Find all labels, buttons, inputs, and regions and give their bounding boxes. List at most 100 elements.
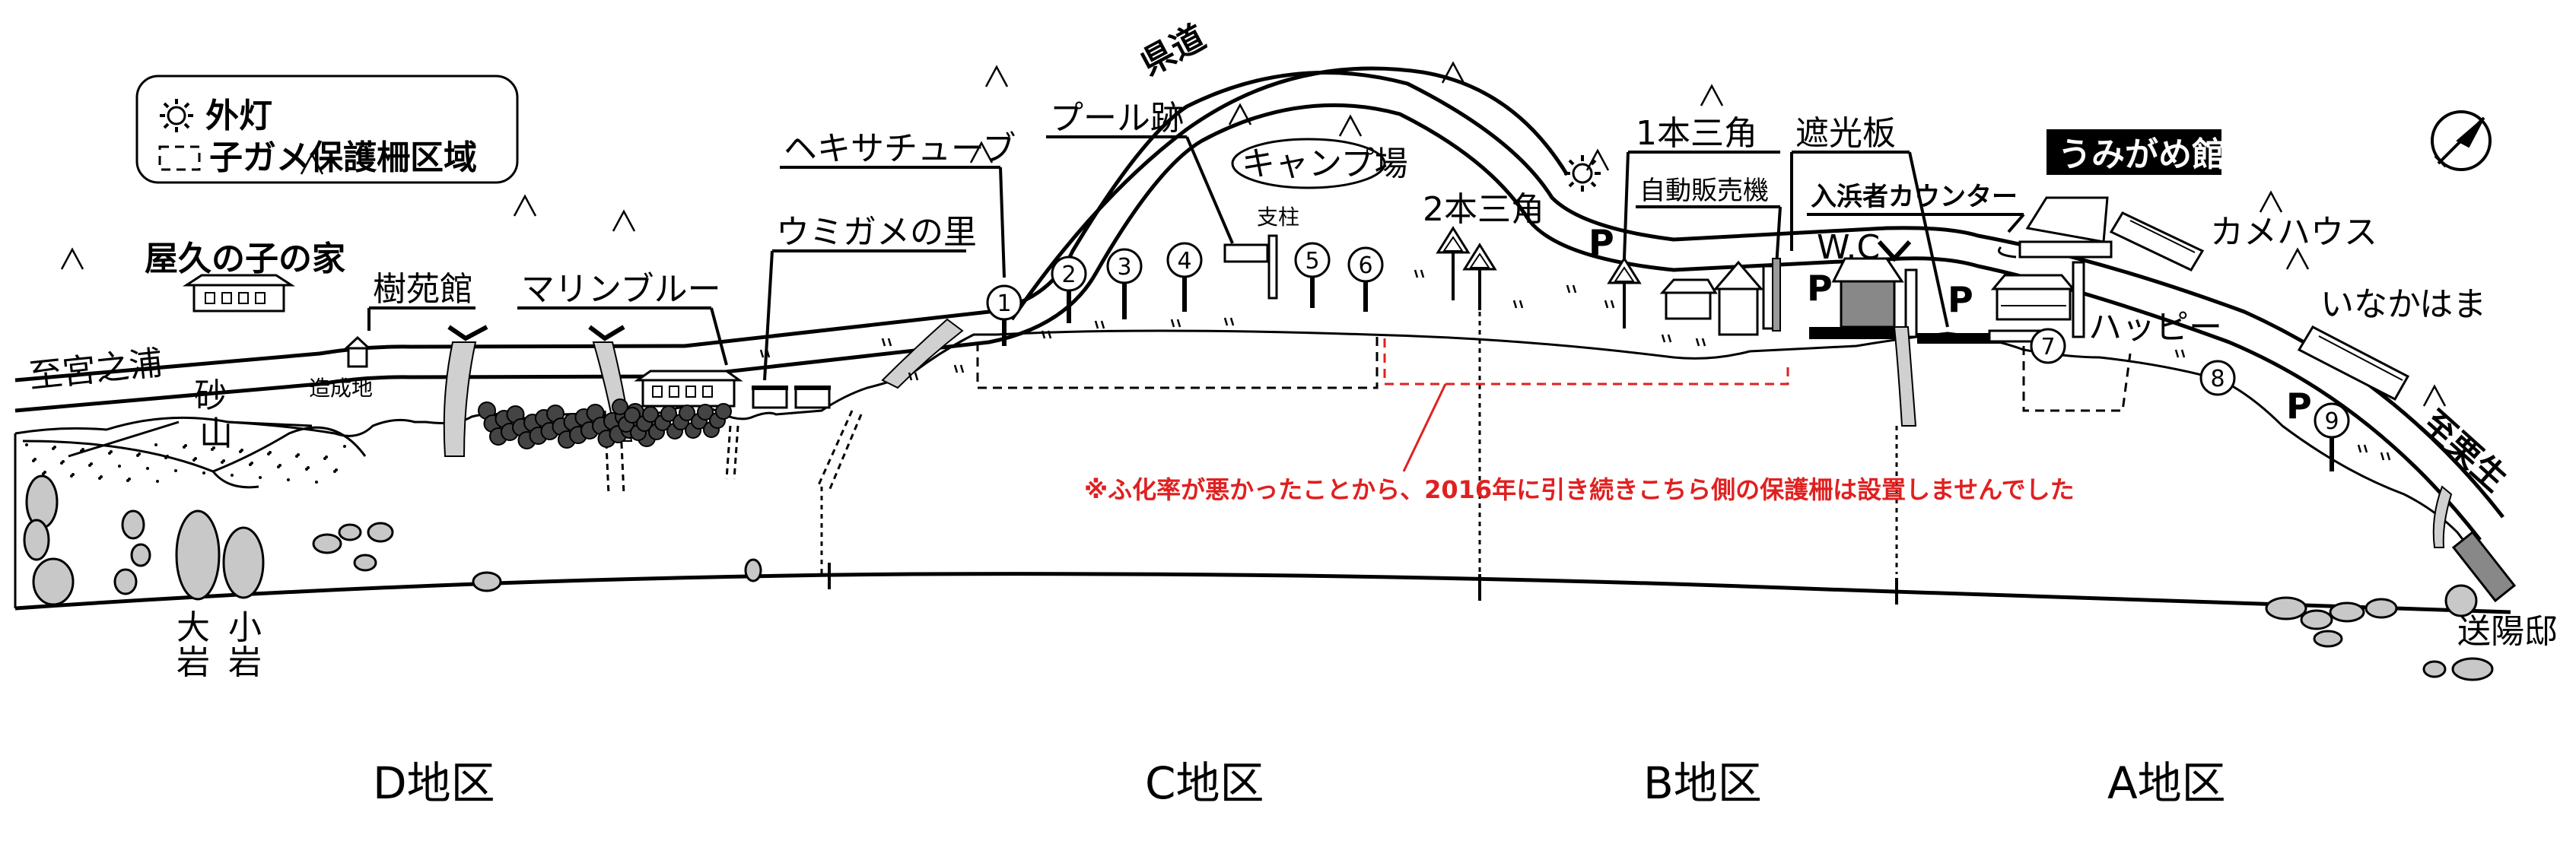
label-marine-blue: マリンブルー bbox=[521, 270, 721, 309]
rock bbox=[367, 522, 394, 543]
sand-leader-left bbox=[68, 420, 180, 458]
label-umigamekan: うみがめ館 bbox=[2058, 135, 2225, 174]
zoseichi-marker bbox=[343, 335, 372, 368]
label-happy: ハッピー bbox=[2088, 308, 2222, 347]
umigame-sato-leader bbox=[763, 250, 774, 381]
fence-zone-a bbox=[2022, 346, 2132, 412]
label-big-rock-1: 大 bbox=[177, 608, 210, 647]
hekisa-tube-leader bbox=[999, 167, 1006, 278]
marker-4: 4 bbox=[1166, 242, 1203, 312]
rock bbox=[338, 523, 362, 541]
hill-mark bbox=[2285, 247, 2310, 270]
rock bbox=[2300, 609, 2333, 630]
label-camp: キャンプ場 bbox=[1242, 144, 1408, 183]
label-hekisa-tube: ヘキサチューブ bbox=[784, 129, 1016, 168]
fence-zone-b-removed bbox=[1383, 338, 1789, 386]
hill-mark bbox=[2422, 384, 2447, 407]
parking-1: P bbox=[1589, 222, 1614, 263]
rock bbox=[2451, 657, 2494, 681]
rock bbox=[25, 474, 59, 529]
sand-dots bbox=[25, 443, 346, 484]
rock bbox=[2444, 584, 2478, 617]
hill-marks bbox=[60, 61, 2447, 407]
rock bbox=[2329, 601, 2365, 623]
marker-label: 5 bbox=[1305, 248, 1319, 275]
label-entry-counter: 入浜者カウンター bbox=[1811, 182, 2018, 212]
vending-buildings bbox=[1659, 258, 1781, 336]
marker-label: 9 bbox=[2324, 408, 2339, 435]
rock bbox=[222, 526, 265, 599]
marker-label: 8 bbox=[2210, 366, 2225, 392]
marker-6: 6 bbox=[1347, 246, 1384, 312]
marker-8: 8 bbox=[2199, 360, 2236, 396]
hill-mark bbox=[1441, 61, 1465, 84]
rock bbox=[472, 571, 502, 592]
district-d: D地区 bbox=[373, 757, 495, 809]
marker-3: 3 bbox=[1106, 248, 1143, 319]
sand-leader-right bbox=[227, 420, 313, 427]
marker-7: 7 bbox=[2030, 328, 2066, 364]
hill-mark bbox=[513, 194, 537, 217]
entry-counter-leader bbox=[2007, 213, 2025, 233]
label-pillar: 支柱 bbox=[1257, 205, 1299, 230]
label-small-rock-2: 岩 bbox=[228, 643, 262, 682]
rock bbox=[175, 509, 221, 601]
marker-label: 7 bbox=[2040, 334, 2055, 360]
streams bbox=[443, 318, 2453, 548]
rock bbox=[744, 558, 762, 582]
camp-oval bbox=[1231, 138, 1386, 189]
label-yakunoko: 屋久の子の家 bbox=[145, 240, 345, 278]
rock bbox=[2422, 660, 2447, 678]
umigame-sato-buildings bbox=[752, 386, 831, 409]
rock bbox=[353, 554, 377, 572]
vending-leader bbox=[1775, 206, 1782, 267]
hill-mark bbox=[300, 152, 324, 175]
legend-light-label: 外灯 bbox=[205, 97, 272, 135]
hill-mark bbox=[1228, 103, 1252, 125]
marker-label: 3 bbox=[1117, 254, 1131, 281]
grass-marks bbox=[759, 269, 2391, 461]
rock bbox=[130, 543, 151, 567]
rock bbox=[32, 557, 75, 606]
two-triangle-marker bbox=[1436, 226, 1497, 310]
parking-4: P bbox=[2286, 386, 2312, 427]
legend: 外灯 子ガメ保護柵区域 bbox=[135, 75, 519, 184]
wc-building bbox=[1809, 240, 1918, 339]
label-one-triangle: 1本三角 bbox=[1636, 114, 1757, 153]
happy-building bbox=[1988, 261, 2085, 343]
notice-text: ※ふ化率が悪かったことから、2016年に引き続きこちら側の保護柵は設置しませんで… bbox=[1084, 475, 2075, 504]
north-arrow-icon bbox=[2431, 110, 2492, 171]
label-vending: 自動販売機 bbox=[1639, 176, 1769, 206]
beach-line bbox=[14, 329, 2482, 563]
label-sand: 砂 bbox=[194, 376, 227, 415]
light-icon bbox=[160, 99, 193, 132]
hill-mark bbox=[1700, 84, 1724, 106]
fence-zone-c bbox=[976, 335, 1379, 389]
label-shimiyanoura: 至宮之浦 bbox=[27, 344, 164, 396]
label-okuri-yo: 送陽邸 bbox=[2457, 612, 2558, 651]
yakunoko-building bbox=[182, 274, 296, 313]
label-zoseichi: 造成地 bbox=[309, 376, 373, 401]
rocks bbox=[23, 474, 2494, 681]
drain-lines bbox=[603, 312, 1898, 574]
marker-1: 1 bbox=[986, 284, 1022, 346]
pillar-post bbox=[1267, 234, 1278, 300]
counter-bar bbox=[1917, 333, 2001, 344]
label-big-rock-2: 岩 bbox=[177, 643, 210, 682]
legend-box bbox=[135, 75, 519, 184]
street-light-icon bbox=[1564, 155, 1601, 192]
hill-mark bbox=[1338, 114, 1363, 137]
rock bbox=[312, 533, 342, 554]
shading-board-leader-2 bbox=[1908, 151, 1949, 328]
hill-mark bbox=[2259, 190, 2283, 213]
hill-mark bbox=[60, 247, 84, 270]
marker-9: 9 bbox=[2314, 402, 2350, 471]
label-kendo: 県道 bbox=[1134, 17, 1212, 83]
okuri-yo-building bbox=[2451, 530, 2517, 603]
marker-label: 1 bbox=[997, 290, 1011, 317]
district-a: A地区 bbox=[2107, 757, 2226, 809]
marker-label: 6 bbox=[1358, 252, 1372, 279]
label-mountain: 山 bbox=[199, 414, 233, 453]
